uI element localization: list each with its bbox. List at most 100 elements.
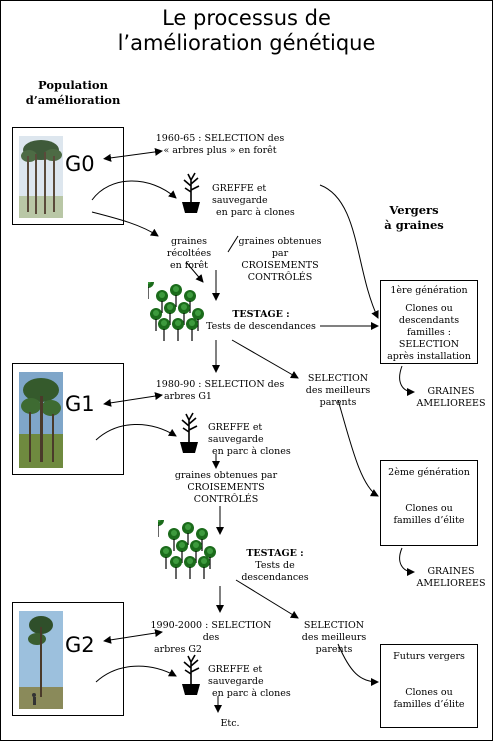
selection-g2-line-2: arbres G2	[154, 644, 202, 655]
arrow-g1-selection	[103, 392, 163, 407]
testage-2-line-2: Tests de descendances	[241, 560, 309, 583]
pine-trees-testage-icon-2	[158, 520, 216, 579]
greffe-3-line-1: GREFFE et sauvegarde	[208, 664, 264, 687]
selection-g1-line-2: arbres G1	[164, 391, 212, 402]
arrow-selection1-to-verger2	[337, 399, 379, 497]
greffe-1-line-2: en parc à clones	[216, 207, 295, 218]
population-heading-line-1: Population	[38, 78, 108, 92]
arrow-g2-selection	[103, 629, 163, 644]
selection-g0-text: 1960-65 : SELECTION des « arbres plus » …	[150, 133, 290, 157]
greffe-3-text: GREFFE et sauvegarde en parc à clones	[204, 664, 310, 700]
arrow-g0-to-greffe	[91, 180, 177, 201]
arrow-selection2-to-verger3	[337, 643, 379, 686]
graft-pot-icon-3	[182, 654, 200, 695]
croisements-1-line-2: CROISEMENTS	[241, 260, 319, 271]
arrow-greffe-to-verger1	[319, 184, 379, 319]
selection-meilleurs-1-text: SELECTION des meilleurs parents	[288, 373, 388, 409]
graines-ameliorees-1-line-2: AMELIOREES	[416, 398, 486, 409]
selection-g2-line-1: 1990-2000 : SELECTION des	[150, 620, 272, 643]
verger-1-line-1: 1ère génération	[390, 285, 468, 296]
arrow-testage2-to-selection	[235, 579, 299, 619]
testage-1-text: TESTAGE : Tests de descendances	[200, 309, 322, 333]
pine-tree-photo-g2	[19, 611, 63, 709]
verger-1-line-4: descendants	[398, 315, 460, 326]
graft-pot-icon-2	[180, 412, 198, 453]
arrow-recoltees-to-testage	[185, 261, 204, 283]
generation-label-g1: G1	[65, 392, 95, 416]
verger-2-line-5: familles d’élite	[393, 515, 465, 526]
arrow-verger1-to-graines	[399, 365, 415, 396]
selection-g0-line-1: 1960-65 : SELECTION des	[155, 133, 285, 144]
title-line-1: Le processus de	[162, 6, 331, 30]
pine-forest-photo-g0	[19, 136, 63, 218]
graines-ameliorees-1-line-1: GRAINES	[427, 386, 475, 397]
graines-ameliorees-2-text: GRAINES AMELIOREES	[416, 566, 486, 590]
greffe-2-text: GREFFE et sauvegarde en parc à clones	[204, 422, 310, 458]
croisements-2-line-2: CROISEMENTS	[187, 482, 265, 493]
graines-ameliorees-2-line-1: GRAINES	[427, 566, 475, 577]
selection-meilleurs-1-line-1: SELECTION	[307, 373, 369, 384]
verger-box-3: Futurs vergers Clones ou familles d’élit…	[380, 644, 478, 728]
verger-1-line-7: après installation	[387, 351, 471, 362]
population-heading: Population d’amélioration	[18, 78, 128, 108]
greffe-2-line-2: en parc à clones	[212, 446, 291, 457]
selection-meilleurs-2-line-2: des meilleurs parents	[301, 632, 367, 655]
greffe-1-line-1: GREFFE et sauvegarde	[212, 183, 268, 206]
greffe-2-line-1: GREFFE et sauvegarde	[208, 422, 264, 445]
verger-2-line-1: 2ème génération	[388, 467, 470, 478]
arrow-testage1-to-selection	[231, 339, 299, 379]
verger-box-1: 1ère génération Clones ou descendants fa…	[380, 280, 478, 364]
verger-3-line-4: Clones ou	[405, 687, 453, 698]
selection-g1-text: 1980-90 : SELECTION des arbres G1	[154, 379, 286, 403]
generation-box-g2: G2	[12, 602, 124, 716]
arrow-verger2-to-graines	[399, 547, 415, 576]
testage-2-text: TESTAGE : Tests de descendances	[222, 548, 328, 584]
generation-box-g0: G0	[12, 127, 124, 225]
vergers-heading-line-2: à graines	[384, 218, 444, 232]
selection-meilleurs-1-line-2: des meilleurs parents	[305, 385, 371, 408]
graines-recoltees-line-1: graines récoltées	[166, 236, 212, 259]
arrow-g2-to-greffe	[95, 665, 177, 683]
graines-ameliorees-1-text: GRAINES AMELIOREES	[416, 386, 486, 410]
generation-label-g0: G0	[65, 152, 95, 176]
verger-1-line-6: SELECTION	[398, 339, 460, 350]
graines-ameliorees-2-line-2: AMELIOREES	[416, 578, 486, 589]
pine-forest-photo-g1	[19, 372, 63, 468]
arrow-g0-to-graines	[91, 211, 159, 237]
selection-g2-text: 1990-2000 : SELECTION des arbres G2	[142, 620, 280, 656]
verger-box-2: 2ème génération Clones ou familles d’éli…	[380, 460, 478, 546]
testage-2-line-1: TESTAGE :	[246, 548, 304, 559]
croisements-1-line-3: CONTRÔLÉS	[247, 272, 313, 283]
croisements-2-line-3: CONTRÔLÉS	[193, 494, 259, 505]
vergers-heading-line-1: Vergers	[389, 203, 439, 217]
selection-g1-line-1: 1980-90 : SELECTION des	[155, 379, 285, 390]
arrow-croisement-to-graines	[227, 235, 239, 253]
testage-1-line-2: Tests de descendances	[206, 321, 316, 332]
verger-3-line-1: Futurs vergers	[393, 651, 465, 662]
verger-2-line-4: Clones ou	[405, 503, 453, 514]
croisements-2-line-1: graines obtenues par	[174, 470, 278, 481]
croisements-1-line-1: graines obtenues par	[238, 236, 322, 259]
etc-text: Etc.	[220, 718, 240, 729]
arrow-g1-to-greffe	[95, 424, 177, 441]
greffe-1-text: GREFFE et sauvegarde en parc à clones	[208, 183, 314, 219]
graft-pot-icon-1	[182, 172, 200, 213]
generation-box-g1: G1	[12, 363, 124, 475]
pine-trees-testage-icon-1	[148, 282, 204, 341]
selection-meilleurs-2-line-1: SELECTION	[303, 620, 365, 631]
graines-croisements-1-text: graines obtenues par CROISEMENTS CONTRÔL…	[230, 236, 330, 284]
generation-label-g2: G2	[65, 633, 95, 657]
title-line-2: l’amélioration génétique	[117, 31, 376, 55]
population-heading-line-2: d’amélioration	[25, 93, 121, 107]
diagram-title: Le processus de l’amélioration génétique	[0, 6, 493, 56]
greffe-3-line-2: en parc à clones	[212, 688, 291, 699]
testage-1-line-1: TESTAGE :	[232, 309, 290, 320]
selection-meilleurs-2-text: SELECTION des meilleurs parents	[284, 620, 384, 656]
verger-3-line-5: familles d’élite	[393, 699, 465, 710]
arrow-g0-selection	[103, 147, 163, 162]
vergers-heading: Vergers à graines	[364, 203, 464, 233]
verger-1-line-3: Clones ou	[405, 303, 453, 314]
graines-croisements-2-text: graines obtenues par CROISEMENTS CONTRÔL…	[170, 470, 282, 506]
